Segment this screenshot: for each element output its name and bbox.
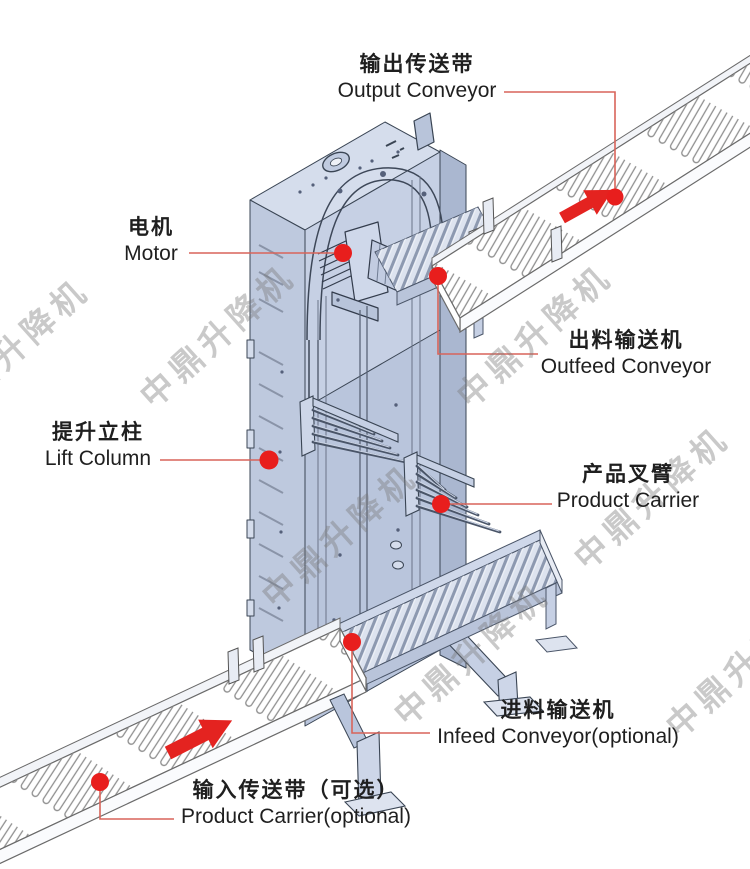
hinge-tabs <box>246 339 255 617</box>
label-infeed-conveyor: 进料输送机 Infeed Conveyor(optional) <box>433 697 683 749</box>
label-output-conveyor: 输出传送带 Output Conveyor <box>292 51 542 103</box>
top-bracket-flag <box>413 112 435 151</box>
top-face-marks <box>385 140 405 159</box>
infeed-conveyor <box>299 529 579 706</box>
infeed-end-frame <box>539 529 563 594</box>
label-en: Product Carrier(optional) <box>181 805 411 828</box>
label-zh: 输入传送带（可选） <box>192 779 400 802</box>
callout-dot-motor <box>334 244 352 262</box>
belt-guide-clip <box>550 225 563 263</box>
callout-dots <box>91 188 624 791</box>
infeed-foot-pad <box>534 635 579 653</box>
label-en: Infeed Conveyor(optional) <box>437 725 679 748</box>
label-outfeed-conveyor: 出料输送机 Outfeed Conveyor <box>526 327 726 379</box>
infeed-support-post <box>545 582 557 630</box>
label-en: Output Conveyor <box>337 79 497 102</box>
label-zh: 进料输送机 <box>500 699 616 722</box>
input-front-rail <box>0 677 367 865</box>
label-zh: 产品叉臂 <box>582 463 674 486</box>
belt-guide-clip <box>227 647 240 685</box>
callout-dot-input <box>91 773 109 791</box>
label-en: Motor <box>124 242 178 265</box>
callout-dot-outfeed <box>429 267 447 285</box>
output-flow-arrow <box>559 189 613 224</box>
leader-output <box>504 91 616 190</box>
front-face-rungs <box>258 244 284 622</box>
product-fork-upper <box>299 395 408 464</box>
label-lift-column: 提升立柱 Lift Column <box>23 419 173 471</box>
label-zh: 电机 <box>128 216 174 239</box>
leader-lines <box>99 91 616 820</box>
outrigger-foot-pad <box>482 696 545 717</box>
callout-dot-product-carrier <box>432 495 450 513</box>
leader-input <box>99 790 174 820</box>
label-en: Outfeed Conveyor <box>540 355 712 378</box>
belt-guide-clip <box>252 635 265 673</box>
lift-column <box>246 112 467 727</box>
label-motor: 电机 Motor <box>91 214 211 266</box>
label-en: Product Carrier <box>556 489 700 512</box>
input-flow-arrow <box>164 719 233 760</box>
label-en: Lift Column <box>44 447 152 470</box>
leader-outfeed <box>437 284 538 355</box>
callout-dot-output <box>606 188 624 206</box>
front-support-foot <box>329 693 407 817</box>
label-input-conveyor: 输入传送带（可选） Product Carrier(optional) <box>171 777 421 829</box>
callout-dot-lift-column <box>259 450 279 470</box>
label-product-carrier: 产品叉臂 Product Carrier <box>528 461 728 513</box>
belt-guide-clip <box>482 197 495 235</box>
leader-infeed <box>351 650 430 734</box>
label-zh: 输出传送带 <box>359 53 475 76</box>
label-zh: 出料输送机 <box>568 329 684 352</box>
callout-dot-infeed <box>343 633 361 651</box>
label-zh: 提升立柱 <box>52 421 144 444</box>
